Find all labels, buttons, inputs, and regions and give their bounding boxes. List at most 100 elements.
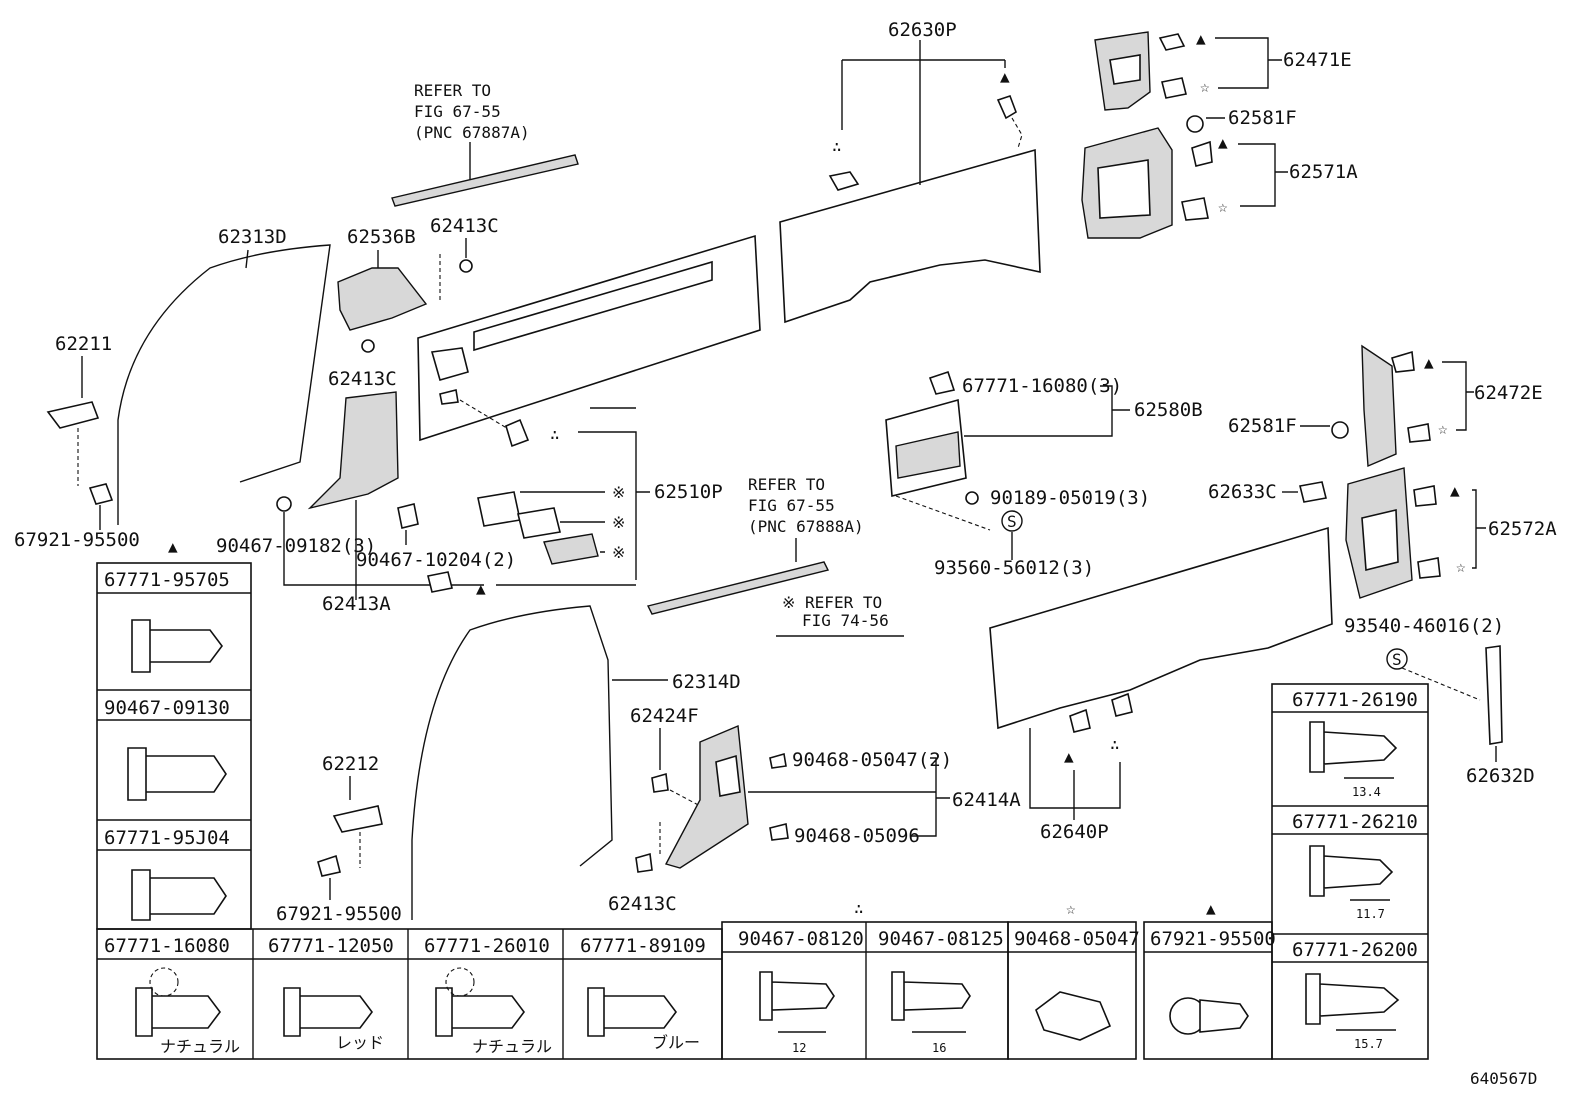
label-62632D: 62632D: [1466, 765, 1535, 787]
label-62471E: 62471E: [1283, 49, 1352, 71]
clip-90189-05019: [965, 491, 979, 505]
triangle-mark: ▲: [1196, 29, 1206, 48]
bracket-62212: [332, 805, 383, 833]
triangle-mark: ▲: [1424, 353, 1434, 372]
label-62580B: 62580B: [1134, 399, 1203, 421]
clip-62424F: [651, 772, 669, 793]
star-mark: ☆: [1456, 557, 1466, 576]
clip-90468-05096: [769, 823, 789, 841]
clip-drawing-67771-26210: [1309, 845, 1394, 901]
dots-mark: ∴: [550, 425, 560, 444]
clip-dim-67771-26200: 15.7: [1354, 1037, 1383, 1051]
clip-67921-95500-a: [88, 483, 114, 505]
refer2-line1: REFER TO: [748, 475, 825, 494]
kome-mark: ※: [612, 483, 625, 502]
clip-90467-09182: [276, 496, 292, 512]
clip-drawing-90468-05047: [1035, 991, 1112, 1041]
speaker-cover-62580B: [885, 398, 967, 497]
refer2-line2: FIG 67-55: [748, 496, 835, 515]
pillar-garnish-upper-right: [1094, 31, 1151, 111]
clip-table-bottom-label-3: 67771-89109: [580, 935, 706, 957]
label-62571A: 62571A: [1289, 161, 1358, 183]
kome-mark: ※: [612, 513, 625, 532]
clip-62471E-b: [1161, 77, 1187, 99]
refer2-line3: (PNC 67888A): [748, 517, 864, 536]
retainer-62510P-a: [477, 491, 521, 527]
clip-62640P-b: [1111, 692, 1133, 717]
refer1-line1: REFER TO: [414, 81, 491, 100]
clip-62413C-top: [459, 259, 473, 273]
clip-62581F-top: [1186, 115, 1204, 133]
clip-62472E-a: [1391, 350, 1415, 373]
clip-table-left-label-1: 90467-09130: [104, 697, 230, 719]
quarter-trim-rear-upper: [1081, 127, 1173, 239]
refer1-line3: (PNC 67887A): [414, 123, 530, 142]
label-62572A: 62572A: [1488, 518, 1557, 540]
retainer-62510P-c: [543, 533, 599, 565]
clip-table-bottom-label-5: 90467-08125: [878, 928, 1004, 950]
label-90468-05047-2: 90468-05047(2): [792, 749, 952, 771]
clip-drawing-67771-26200: [1305, 973, 1400, 1031]
clip-table-left-label-0: 67771-95705: [104, 569, 230, 591]
star-mark: ☆: [1438, 419, 1448, 438]
clip-62471E-a: [1158, 33, 1186, 51]
label-90189-05019: 90189-05019(3): [990, 487, 1150, 509]
clip-62413C-bot: [635, 852, 653, 873]
star-mark: ☆: [1066, 899, 1076, 918]
quarter-trim-panel-lower: [989, 526, 1333, 730]
clip-table-bottom-note-1: レッド: [336, 1033, 384, 1052]
clip-table-bottom-note-0: ナチュラル: [160, 1037, 240, 1056]
refer3-line2: FIG 74-56: [802, 611, 889, 630]
clip-drawing-67771-26010: [435, 967, 525, 1037]
triangle-mark: ▲: [1206, 899, 1216, 918]
weatherstrip-middle: [646, 561, 830, 615]
star-mark: ☆: [1200, 77, 1210, 96]
clip-drawing-67771-12050: [283, 987, 373, 1037]
dots-mark: ∴: [832, 137, 842, 156]
clip-62572A-b: [1417, 557, 1441, 579]
pillar-trim-62413A: [307, 391, 399, 510]
pillar-garnish-62472E: [1361, 344, 1397, 468]
diagram-id: 640567D: [1470, 1069, 1537, 1088]
clip-62640P-a: [1069, 708, 1091, 733]
clip-table-bottom-label-2: 67771-26010: [424, 935, 550, 957]
clip-table-left-label-2: 67771-95J04: [104, 827, 230, 849]
dots-mark: ∴: [854, 899, 864, 918]
quarter-trim-panel-upper: [779, 148, 1041, 324]
clip-62510P-a: [505, 418, 530, 448]
clip-90467-10204: [397, 503, 419, 529]
clip-90467-lower: [427, 571, 453, 593]
label-67921-95500-a: 67921-95500: [14, 529, 140, 551]
s-mark: S: [1007, 512, 1017, 531]
bracket-62632D: [1485, 645, 1503, 745]
dots-mark: ∴: [1110, 735, 1120, 754]
clip-dim-90467-08125: 16: [932, 1041, 946, 1055]
label-62413A: 62413A: [322, 593, 391, 615]
refer1-line2: FIG 67-55: [414, 102, 501, 121]
label-67771-16080-3: 67771-16080(3): [962, 375, 1122, 397]
label-62581F-right: 62581F: [1228, 415, 1297, 437]
clip-table-bottom-label-4: 90467-08120: [738, 928, 864, 950]
star-mark: ☆: [1218, 197, 1228, 216]
clip-table-bottom-c: ☆ 90468-05047: [1007, 899, 1140, 1060]
clip-table-right-label-0: 67771-26190: [1292, 689, 1418, 711]
label-90467-10204: 90467-10204(2): [356, 549, 516, 571]
clip-table-bottom-label-6: 90468-05047: [1014, 928, 1140, 950]
s-mark: S: [1392, 650, 1402, 669]
bracket-62211: [46, 401, 100, 429]
clip-dim-90467-08120: 12: [792, 1041, 806, 1055]
label-62413C-top: 62413C: [430, 215, 499, 237]
clip-drawing-67921-95500: [1169, 997, 1249, 1035]
clip-drawing-90467-08125: [891, 971, 971, 1033]
refer3-line1: ※ REFER TO: [782, 593, 882, 612]
side-trim-panel-front: [417, 234, 761, 442]
clip-table-bottom-d: ▲ 67921-95500: [1143, 899, 1276, 1060]
clip-62413C-mid: [361, 339, 375, 353]
label-62313D: 62313D: [218, 226, 287, 248]
clip-90468-05047: [769, 752, 787, 769]
label-90467-09182: 90467-09182(3): [216, 535, 376, 557]
clip-table-bottom-label-7: 67921-95500: [1150, 928, 1276, 950]
clip-table-bottom-b: ∴ 90467-08120 90467-08125 12 16: [721, 899, 1009, 1060]
label-62581F-top: 62581F: [1228, 107, 1297, 129]
